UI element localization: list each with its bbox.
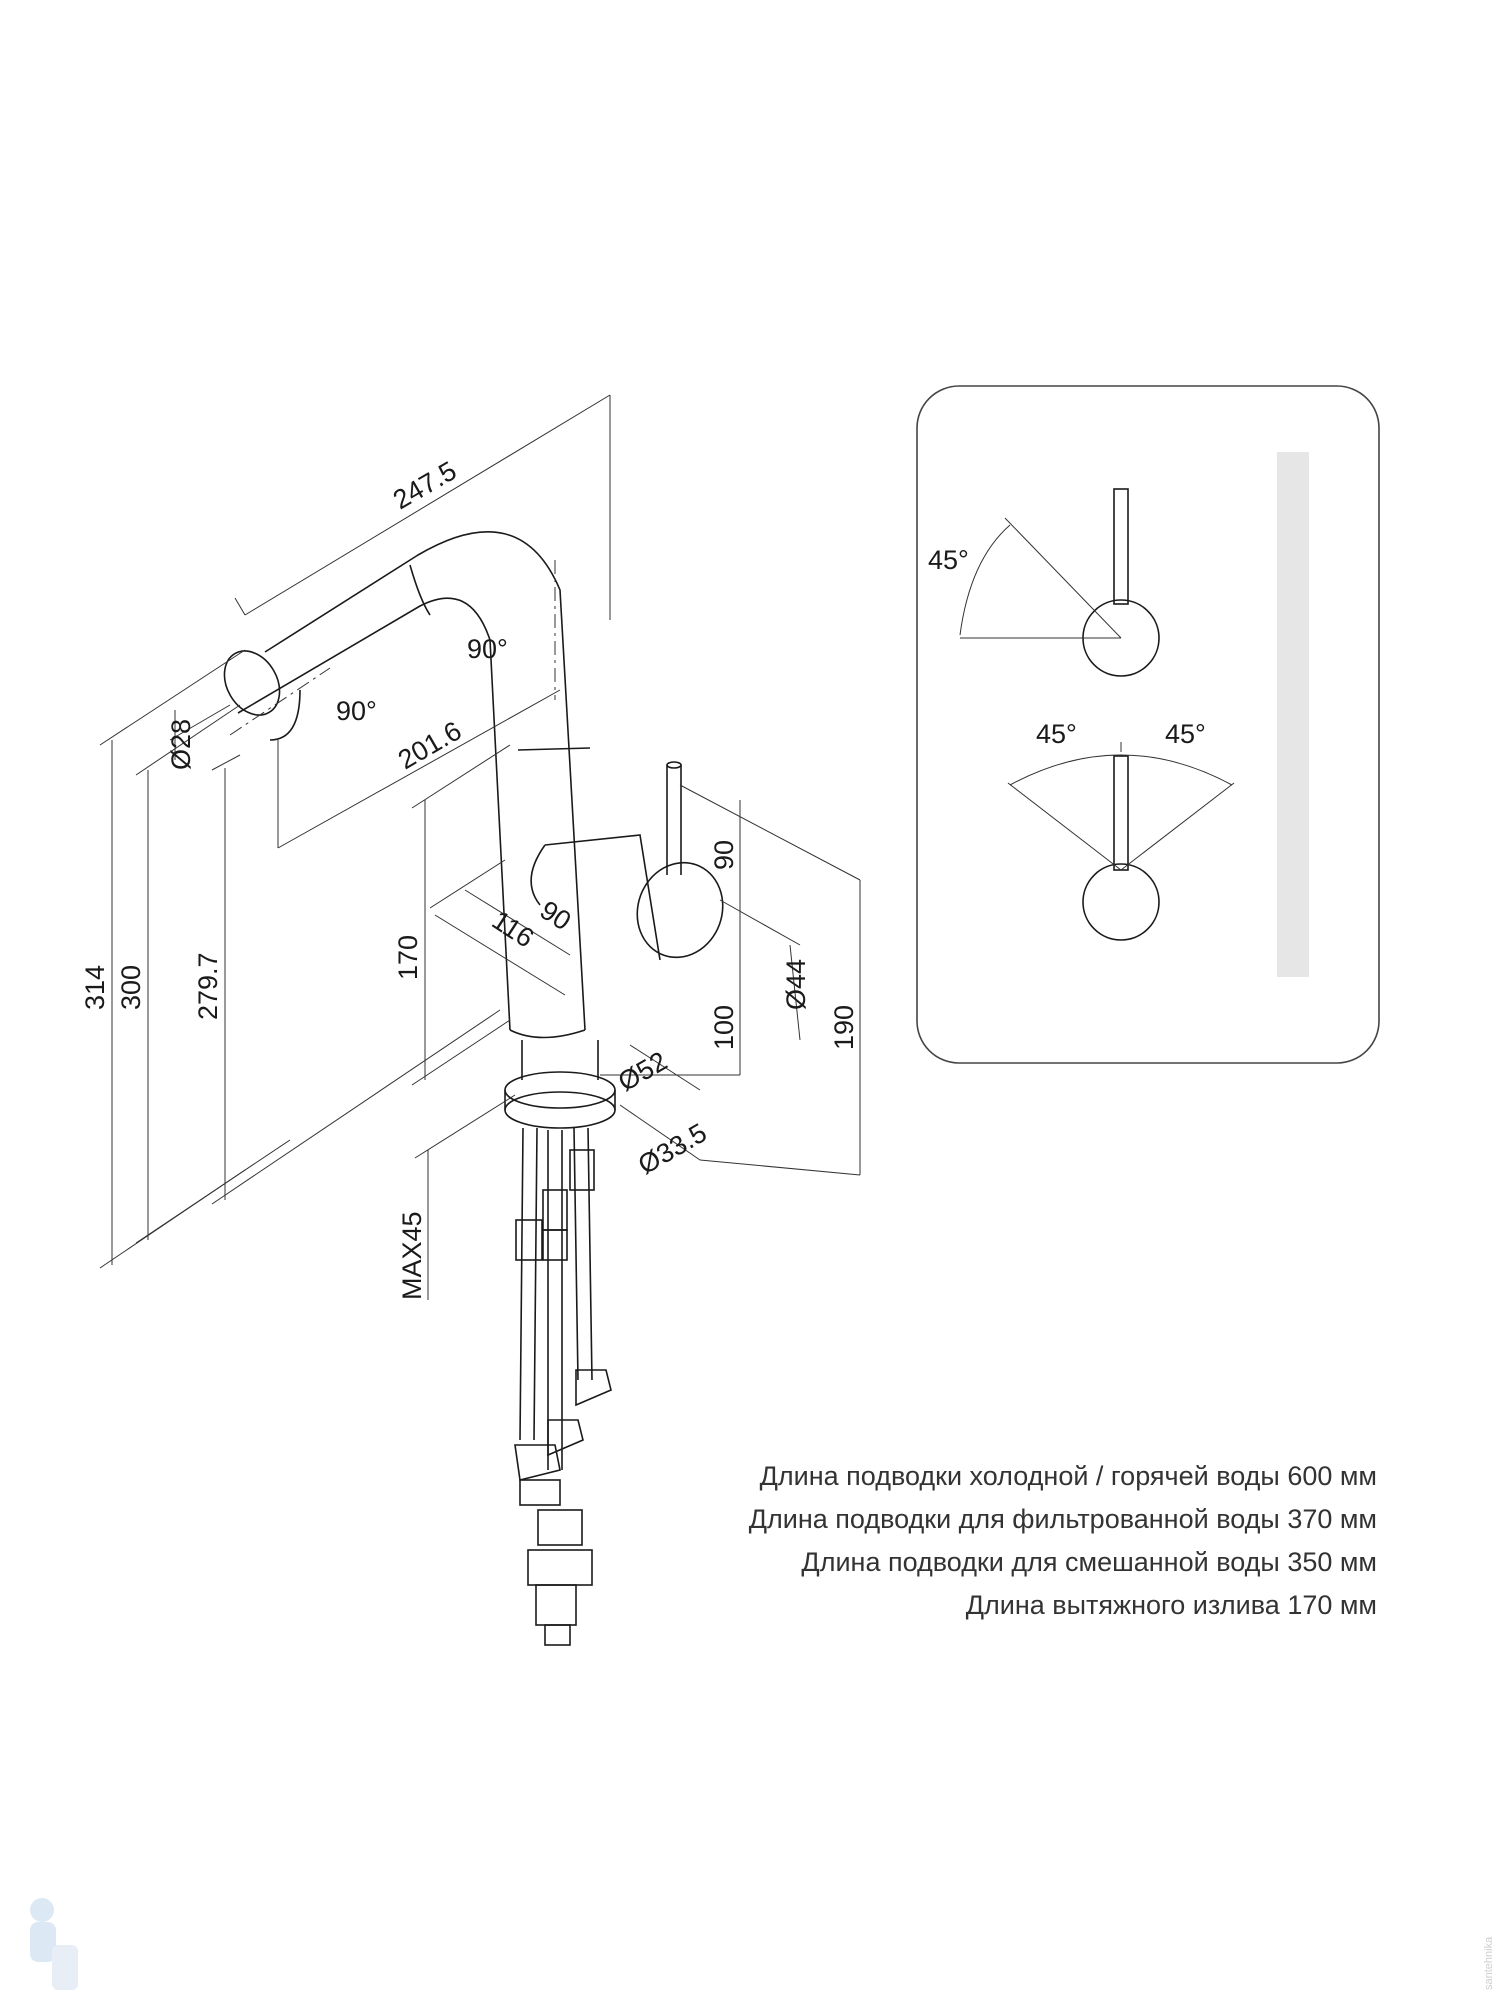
dim-height-total: 314 bbox=[80, 965, 110, 1010]
dim-handle-diameter: Ø44 bbox=[781, 959, 811, 1010]
dim-base-diameter: Ø52 bbox=[613, 1046, 672, 1098]
lever-diagram-single bbox=[959, 488, 1160, 677]
note-pullout-spout: Длина вытяжного излива 170 мм bbox=[966, 1590, 1377, 1620]
dim-height-300: 300 bbox=[116, 965, 146, 1010]
lever-angle-right: 45° bbox=[1165, 719, 1206, 749]
note-filtered-hose: Длина подводки для фильтрованной воды 37… bbox=[749, 1504, 1377, 1534]
faucet-drawing bbox=[223, 531, 724, 1646]
watermark-logo bbox=[30, 1898, 78, 1990]
dim-spout-rotation-angle: 90° bbox=[336, 696, 377, 726]
dim-handle-offset: 90 bbox=[535, 895, 577, 937]
dim-spout-bend-angle: 90° bbox=[467, 634, 508, 664]
dim-max-thickness: MAX45 bbox=[397, 1211, 427, 1300]
dim-lever-height: 100 bbox=[709, 1005, 739, 1050]
dim-base-to-axis: 116 bbox=[487, 905, 539, 954]
lever-angle-single: 45° bbox=[928, 545, 969, 575]
lever-rotation-panel: 45° 45° 45° bbox=[916, 385, 1380, 1064]
dim-mount-diameter: Ø33.5 bbox=[633, 1117, 712, 1180]
dim-spout-diameter: Ø28 bbox=[166, 719, 196, 770]
watermark-text: santehnika bbox=[1483, 1936, 1495, 1990]
note-mixed-hose: Длина подводки для смешанной воды 350 мм bbox=[801, 1547, 1377, 1577]
lever-angle-left: 45° bbox=[1036, 719, 1077, 749]
dim-handle-height: 90 bbox=[709, 840, 739, 870]
hose-length-notes: Длина подводки холодной / горячей воды 6… bbox=[749, 1461, 1377, 1620]
supply-hoses bbox=[514, 1127, 612, 1646]
dim-height-handle: 170 bbox=[393, 935, 423, 980]
lever-diagram-double bbox=[1007, 742, 1235, 941]
dim-handle-top-height: 190 bbox=[829, 1005, 859, 1050]
dim-spout-reach: 201.6 bbox=[393, 715, 467, 775]
note-hot-cold-hose: Длина подводки холодной / горячей воды 6… bbox=[760, 1461, 1377, 1491]
dimension-labels: 247.5 90° 90° Ø28 201.6 314 300 279.7 17… bbox=[80, 455, 859, 1300]
dimension-lines bbox=[99, 394, 861, 1300]
panel-side-bar bbox=[1277, 452, 1309, 977]
dim-height-spout-outlet: 279.7 bbox=[193, 952, 223, 1020]
